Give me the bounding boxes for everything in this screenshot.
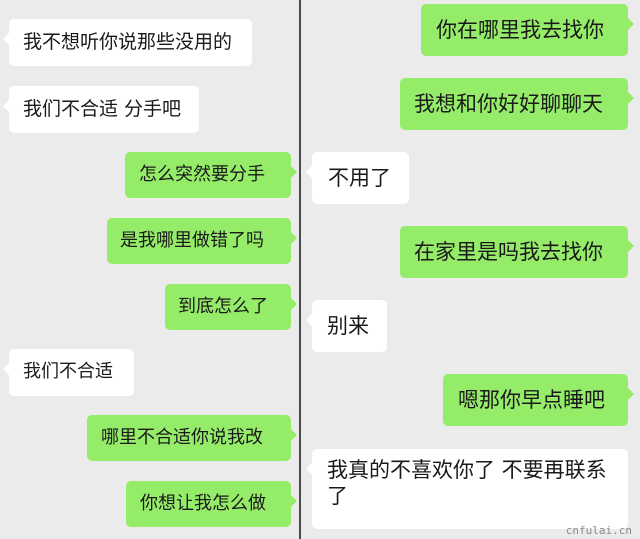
message-sent[interactable]: 怎么突然要分手 <box>125 152 297 198</box>
right-chat-panel: 你在哪里我去找你 我想和你好好聊聊天 不用了 在家里是吗我去找你 别来 嗯那你早… <box>302 0 640 539</box>
message-text: 到底怎么了 <box>178 295 268 317</box>
message-text: 你想让我怎么做 <box>140 492 266 514</box>
message-sent[interactable]: 是我哪里做错了吗 <box>107 218 297 264</box>
message-text: 我们不合适 <box>23 361 113 383</box>
message-received[interactable]: 别来 <box>306 300 387 352</box>
message-text: 我们不合适 分手吧 <box>23 97 182 120</box>
message-text: 我想和你好好聊聊天 <box>414 91 603 116</box>
message-text: 在家里是吗我去找你 <box>414 239 603 264</box>
message-sent[interactable]: 我想和你好好聊聊天 <box>400 78 634 130</box>
message-text: 我真的不喜欢你了 不要再联系了 <box>327 458 607 509</box>
message-text: 不用了 <box>328 165 391 190</box>
message-text: 我不想听你说那些没用的 <box>23 30 233 53</box>
message-text: 你在哪里我去找你 <box>436 17 604 42</box>
message-text: 怎么突然要分手 <box>139 163 265 185</box>
message-text: 哪里不合适你说我改 <box>101 426 263 448</box>
message-sent[interactable]: 到底怎么了 <box>165 284 297 330</box>
message-received[interactable]: 我们不合适 <box>3 349 134 396</box>
watermark-text: cnfulai.cn <box>565 524 632 537</box>
left-chat-panel: 我不想听你说那些没用的 我们不合适 分手吧 怎么突然要分手 是我哪里做错了吗 到… <box>0 0 299 539</box>
message-sent[interactable]: 在家里是吗我去找你 <box>400 226 634 278</box>
message-received[interactable]: 我们不合适 分手吧 <box>3 86 199 133</box>
message-text: 是我哪里做错了吗 <box>120 229 264 251</box>
message-text: 嗯那你早点睡吧 <box>458 387 605 412</box>
panel-divider <box>299 0 301 539</box>
message-sent[interactable]: 你在哪里我去找你 <box>421 4 634 56</box>
message-sent[interactable]: 嗯那你早点睡吧 <box>443 374 634 426</box>
message-received[interactable]: 我真的不喜欢你了 不要再联系了 <box>306 449 628 529</box>
message-sent[interactable]: 你想让我怎么做 <box>126 481 297 527</box>
message-sent[interactable]: 哪里不合适你说我改 <box>87 415 297 461</box>
message-received[interactable]: 我不想听你说那些没用的 <box>3 19 252 66</box>
message-received[interactable]: 不用了 <box>306 152 409 204</box>
message-text: 别来 <box>327 313 369 338</box>
